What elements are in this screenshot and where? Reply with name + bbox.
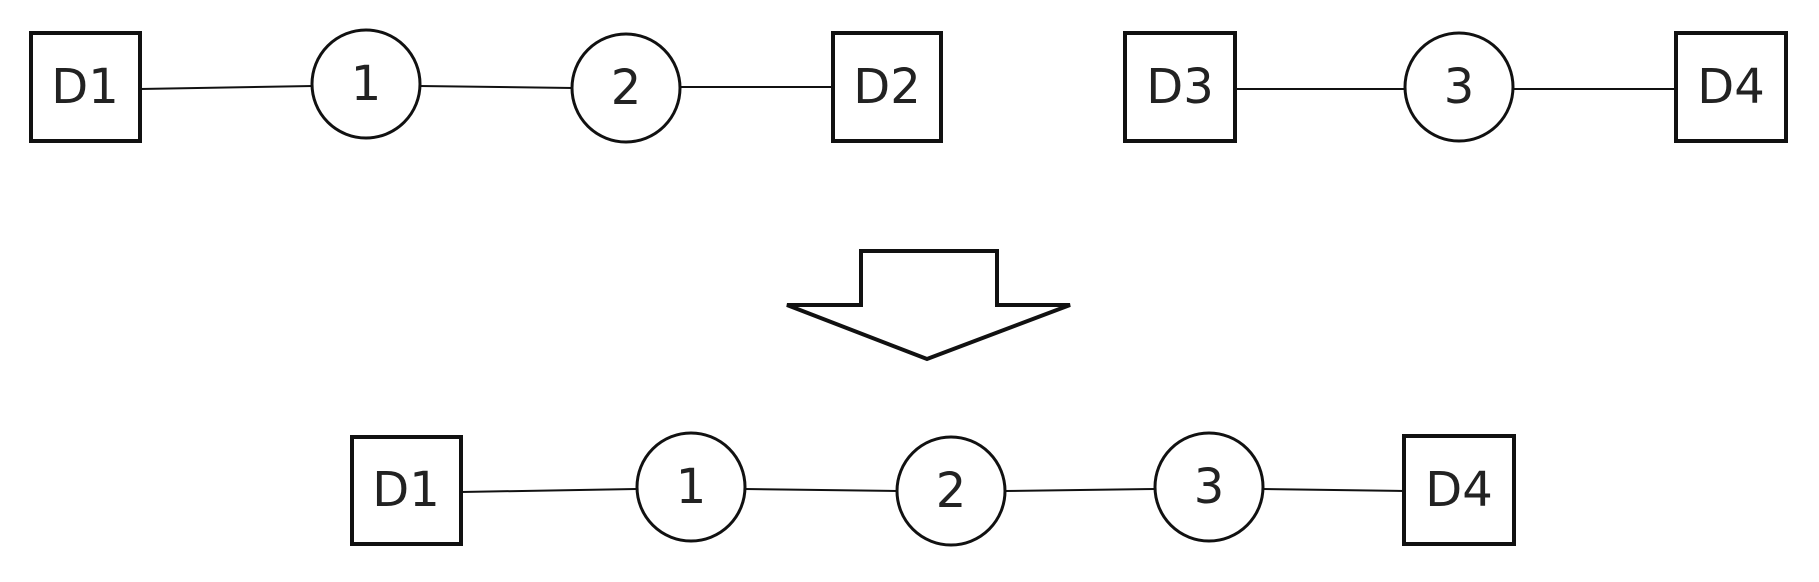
node-bottom-2-label: 2	[936, 463, 967, 519]
box-d1-label: D1	[51, 59, 119, 115]
node-bottom-3	[1153, 431, 1265, 543]
box-d2-label: D2	[853, 59, 921, 115]
box-d3-label: D3	[1146, 59, 1214, 115]
edge-bottom-3-to-d4	[1262, 488, 1405, 492]
edge-1-to-2	[418, 85, 574, 89]
node-bottom-2	[895, 435, 1007, 547]
node-3	[1403, 31, 1515, 143]
node-1-label: 1	[351, 56, 382, 112]
top-right-chain: D3 3 D4	[1123, 31, 1788, 143]
node-3-label: 3	[1444, 59, 1475, 115]
edge-bottom-1-to-2	[744, 488, 898, 492]
edge-d1-to-1	[139, 85, 314, 90]
node-2-label: 2	[611, 60, 642, 116]
node-bottom-1-label: 1	[676, 459, 707, 515]
box-d2	[831, 31, 943, 143]
node-bottom-3-label: 3	[1194, 459, 1225, 515]
node-1	[310, 28, 422, 140]
edge-bottom-d1-to-1	[460, 488, 638, 493]
box-bottom-d4-label: D4	[1425, 462, 1493, 518]
node-2	[570, 32, 682, 144]
box-d4	[1674, 31, 1788, 143]
merge-arrow-icon	[786, 249, 1071, 362]
node-bottom-1	[635, 431, 747, 543]
box-bottom-d4	[1402, 434, 1516, 546]
box-d1	[29, 31, 142, 143]
edge-bottom-2-to-3	[1004, 488, 1156, 492]
bottom-chain: D1 1 2 3 D4	[350, 431, 1516, 547]
box-bottom-d1-label: D1	[372, 462, 440, 518]
box-d3	[1123, 31, 1237, 143]
box-bottom-d1	[350, 435, 463, 546]
top-left-chain: D1 1 2 D2	[29, 28, 943, 144]
box-d4-label: D4	[1697, 59, 1765, 115]
